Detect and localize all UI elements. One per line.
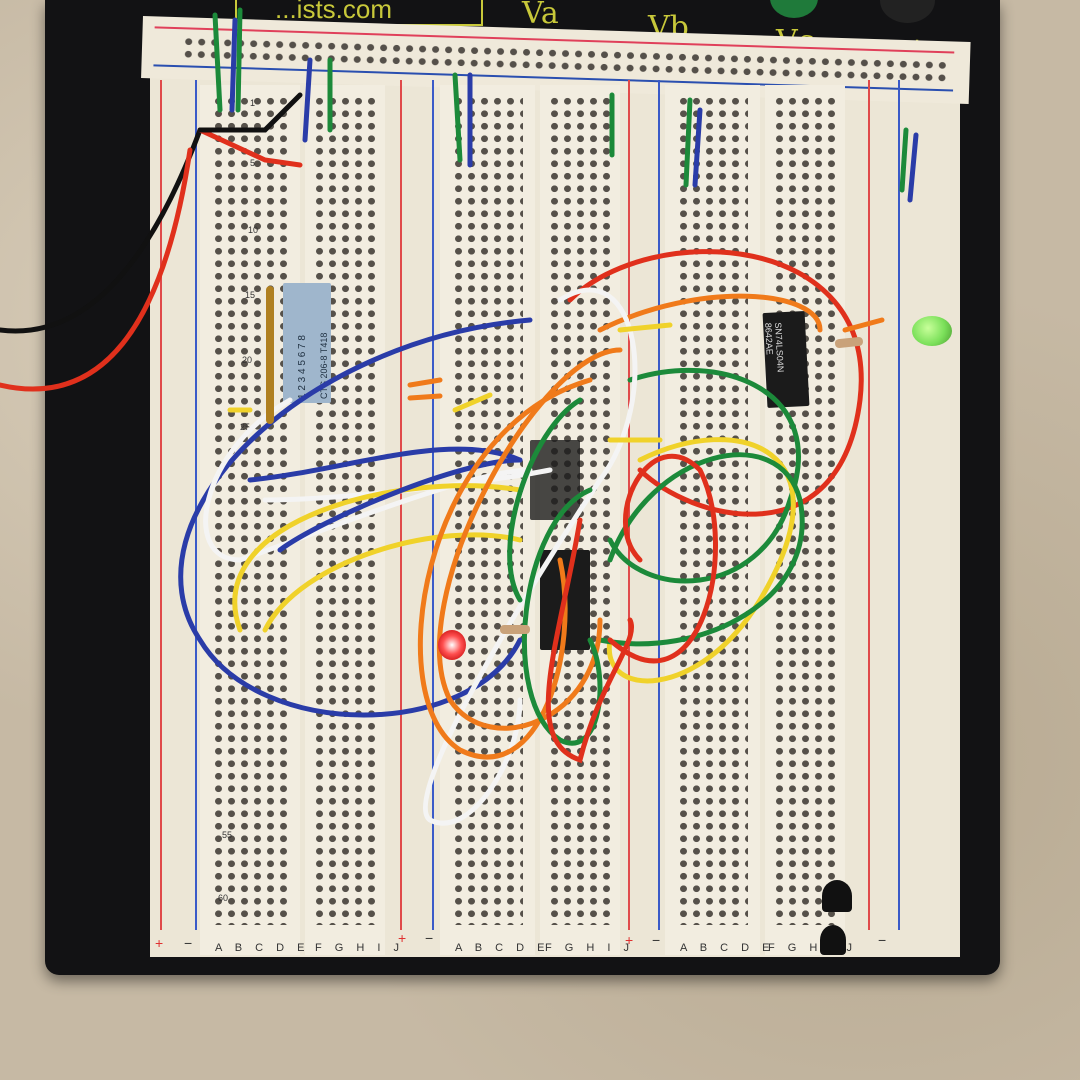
post-label-va: Va bbox=[522, 0, 559, 31]
rail-plus-label: + bbox=[398, 930, 407, 946]
rail-minus-label: − bbox=[652, 932, 661, 948]
column-labels: F G H I J bbox=[545, 942, 634, 954]
rail-minus-label: − bbox=[184, 935, 193, 951]
binding-post-ground[interactable] bbox=[880, 0, 935, 23]
row-number: 1 bbox=[250, 98, 256, 108]
column-labels: A B C D E bbox=[215, 942, 310, 954]
row-number: 55 bbox=[222, 830, 233, 840]
row-number: 5 bbox=[250, 158, 256, 168]
green-led bbox=[912, 316, 952, 346]
column-labels: A B C D E bbox=[680, 942, 775, 954]
row-number: 10 bbox=[248, 225, 259, 235]
dip-switch[interactable]: 1 2 3 4 5 6 7 8 CTS 206-8 T418 bbox=[283, 283, 331, 403]
transistor bbox=[820, 925, 846, 955]
strip-abcde-2 bbox=[440, 85, 535, 955]
rail-plus-label: + bbox=[155, 935, 164, 951]
strip-abcde-1 bbox=[200, 85, 300, 955]
column-labels: A B C D E bbox=[455, 942, 550, 954]
row-number: 25 bbox=[240, 422, 251, 432]
transistor bbox=[822, 880, 852, 912]
red-led-lit bbox=[438, 630, 466, 660]
rail-plus-label: + bbox=[625, 932, 634, 948]
row-number: 20 bbox=[242, 355, 253, 365]
rail-minus-label: − bbox=[878, 932, 887, 948]
binding-post-vb[interactable] bbox=[770, 0, 818, 18]
resistor bbox=[500, 625, 530, 634]
column-labels: F G H I J bbox=[315, 942, 404, 954]
row-number: 15 bbox=[245, 290, 256, 300]
rail-minus-label: − bbox=[425, 930, 434, 946]
row-number: 60 bbox=[218, 893, 229, 903]
